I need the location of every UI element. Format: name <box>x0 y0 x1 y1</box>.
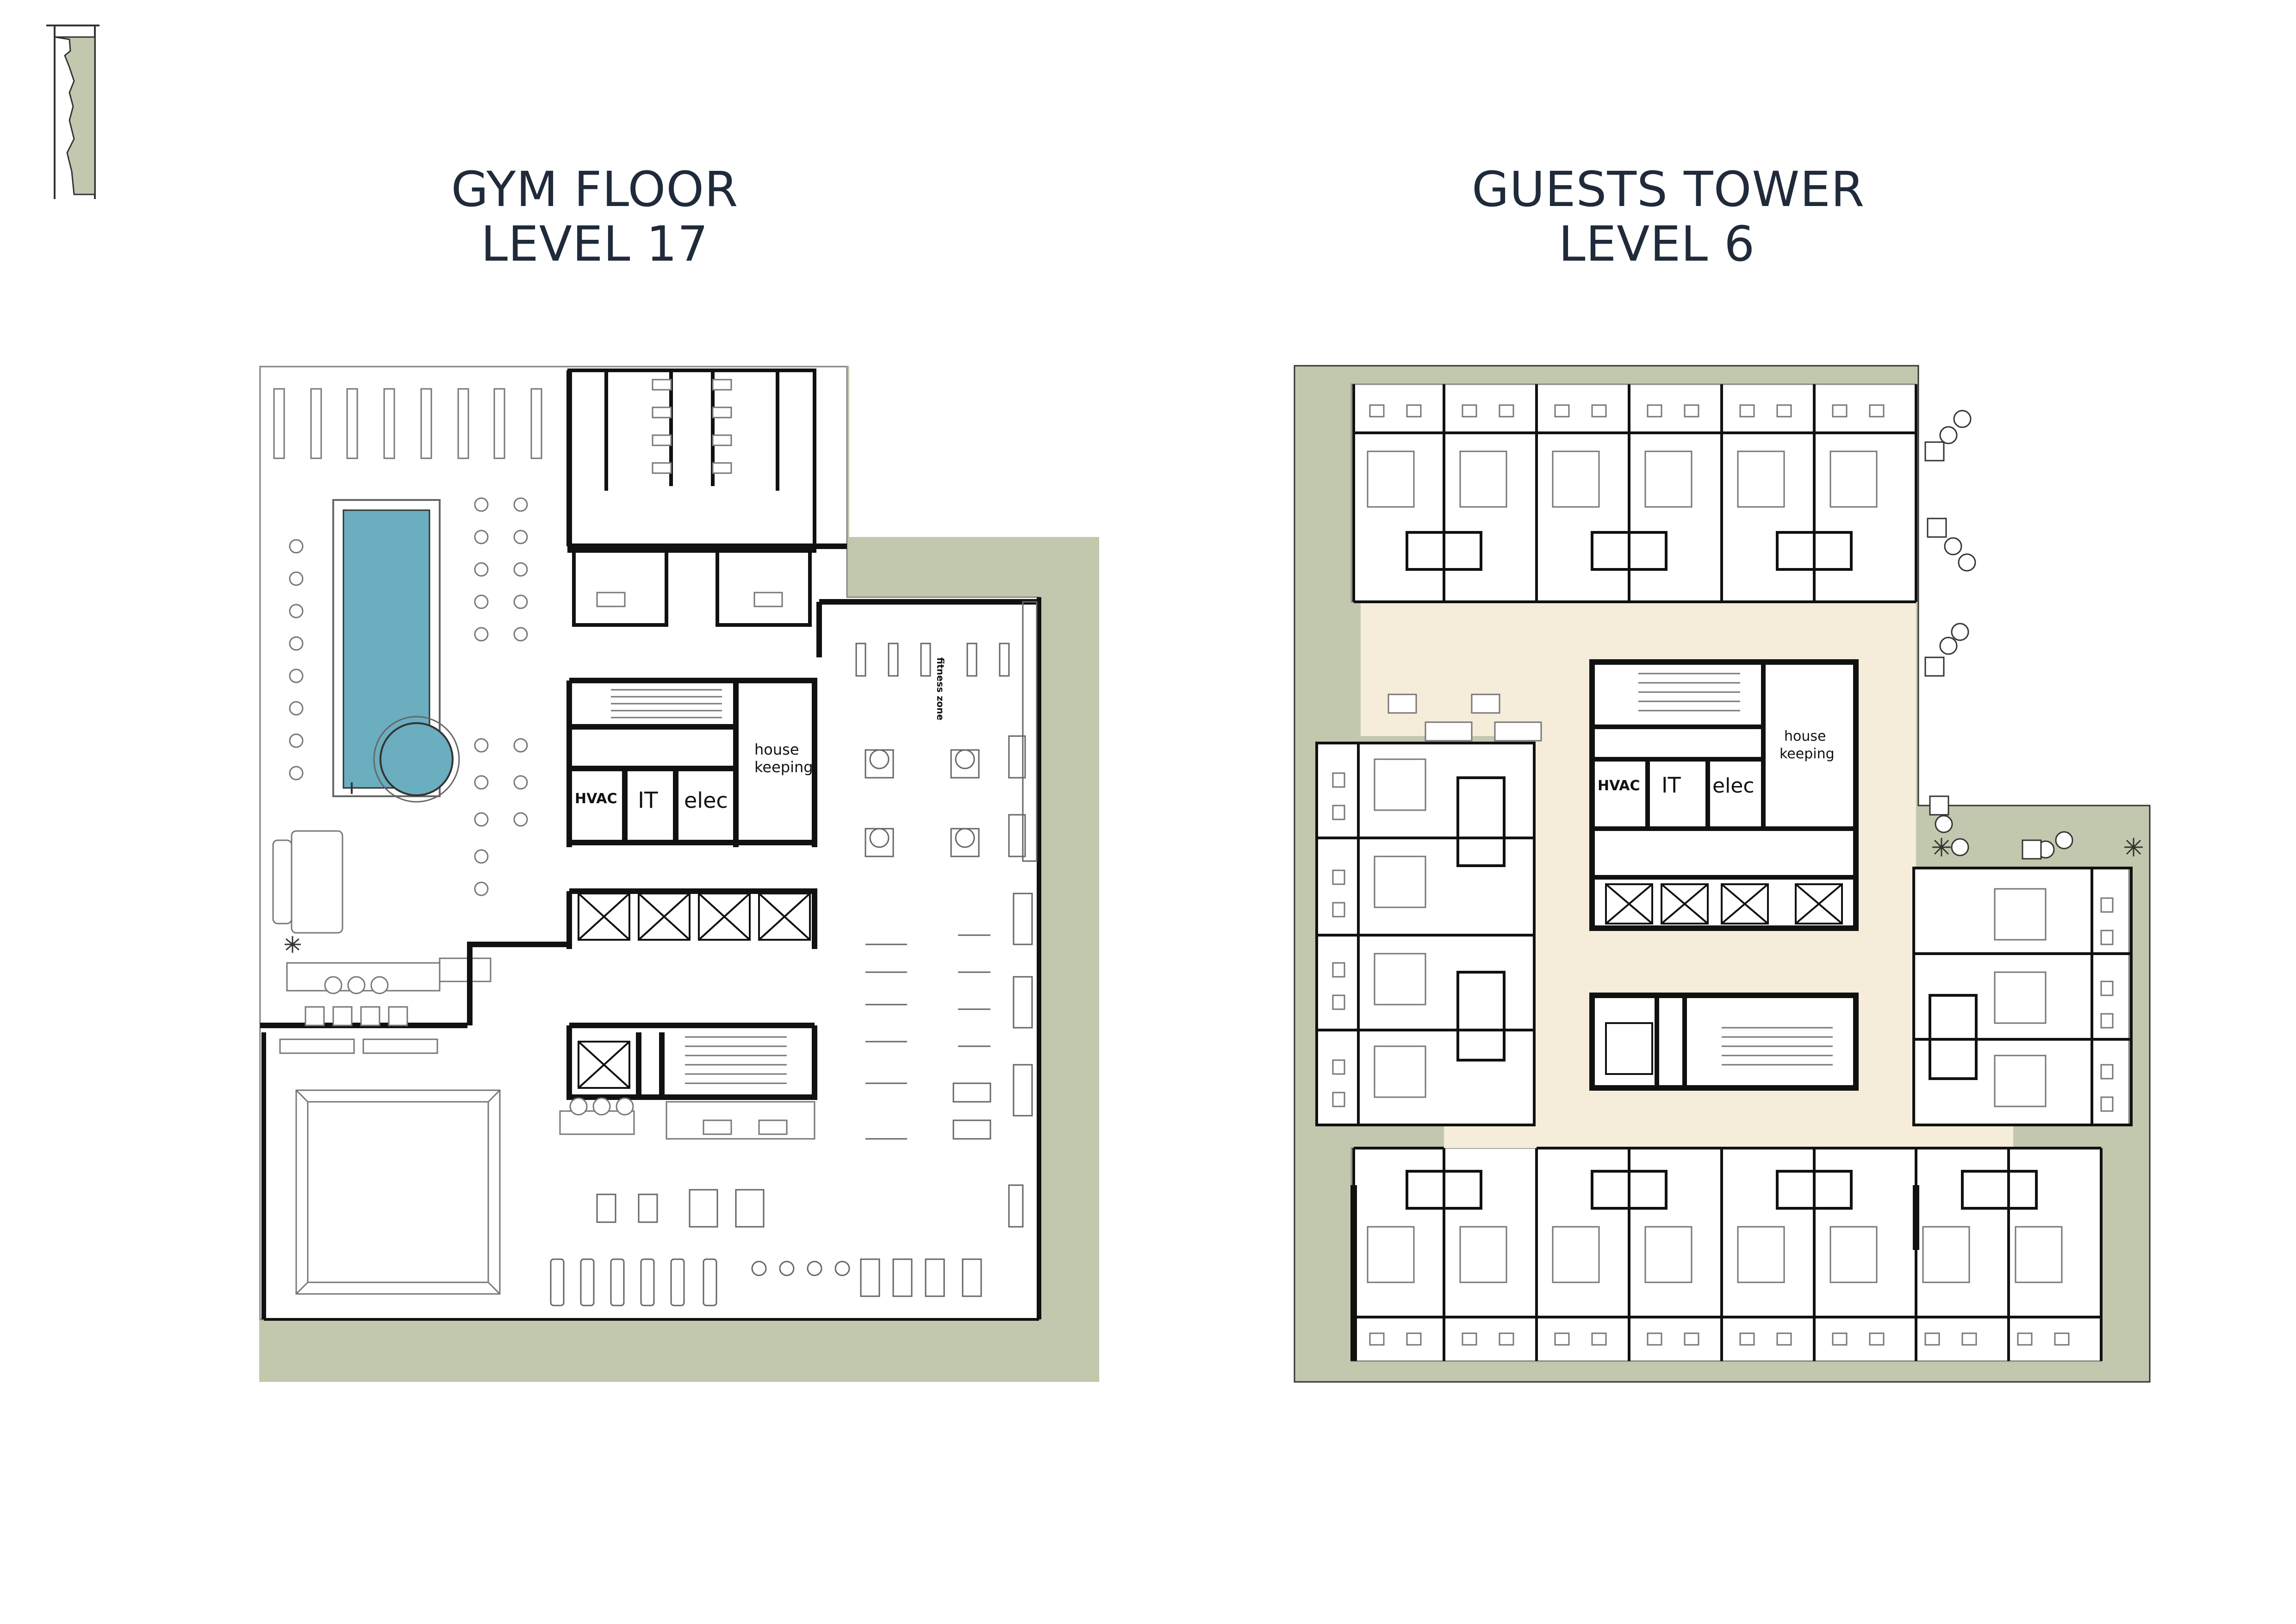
guests-tower-plan: HVAC IT elec house keeping <box>1294 365 2151 1383</box>
top-guest-rooms <box>1352 384 1917 603</box>
sunken-deck <box>295 1089 501 1295</box>
tower-it-label: IT <box>1661 773 1681 798</box>
tower-house-keeping-label-1: house <box>1784 728 1826 744</box>
left-guest-rooms <box>1315 742 1536 1126</box>
gym-hvac-label: HVAC <box>575 791 617 807</box>
palm-plant-icon <box>285 936 301 953</box>
guests-tower-title: GUESTS TOWER LEVEL 6 <box>1472 161 1865 272</box>
gym-elec-label: elec <box>684 788 728 813</box>
tower-lifts <box>1605 883 1843 1075</box>
guests-tower-title-line2: LEVEL 6 <box>1558 216 1755 272</box>
tower-house-keeping-label-2: keeping <box>1780 746 1835 762</box>
key-plan-icon <box>46 25 100 199</box>
tower-hvac-label: HVAC <box>1598 778 1640 794</box>
cafe-tables <box>289 497 528 896</box>
gym-it-label: IT <box>638 787 658 813</box>
right-guest-rooms <box>1912 867 2133 1126</box>
guests-tower-title-line1: GUESTS TOWER <box>1472 161 1865 218</box>
terrace-loungers <box>1924 410 2073 860</box>
gym-equipment <box>550 601 1038 1306</box>
gym-lifts <box>578 893 811 1089</box>
gym-house-keeping-label-1: house <box>754 741 799 758</box>
gym-floor-title-line2: LEVEL 17 <box>481 216 709 272</box>
bottom-guest-rooms <box>1352 1147 2103 1361</box>
gym-floor-title-line1: GYM FLOOR <box>451 161 739 218</box>
tower-elec-label: elec <box>1712 774 1755 798</box>
gym-house-keeping-label-2: keeping <box>754 758 813 776</box>
gym-fitness-zone-label: fitness zone <box>935 657 946 720</box>
swimming-pool <box>332 499 460 803</box>
gym-floor-plan: HVAC IT elec house keeping fitness zone <box>259 366 1099 1382</box>
gym-floor-title: GYM FLOOR LEVEL 17 <box>433 162 757 271</box>
tower-palm-plants-icon <box>1932 838 2143 856</box>
